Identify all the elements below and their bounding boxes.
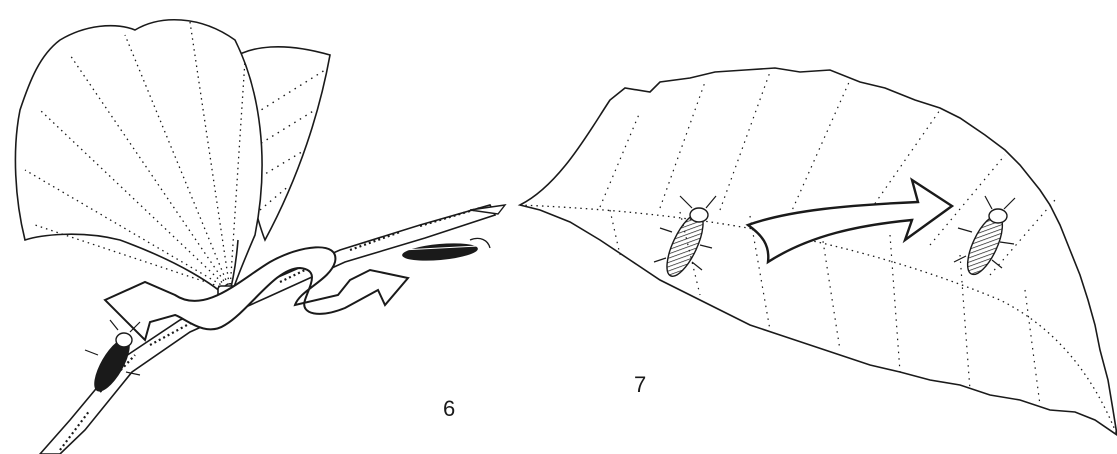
leafhopper-upper-icon (401, 238, 490, 263)
elm-leaf-icon (520, 68, 1117, 435)
twig-icon (40, 205, 505, 454)
ginkgo-leaf-front-icon (15, 20, 262, 300)
looping-arrow-icon (105, 247, 408, 340)
figure-label-7: 7 (634, 374, 646, 396)
figure-7 (520, 68, 1117, 435)
figure-6 (15, 20, 505, 454)
figure-label-6: 6 (443, 398, 455, 420)
